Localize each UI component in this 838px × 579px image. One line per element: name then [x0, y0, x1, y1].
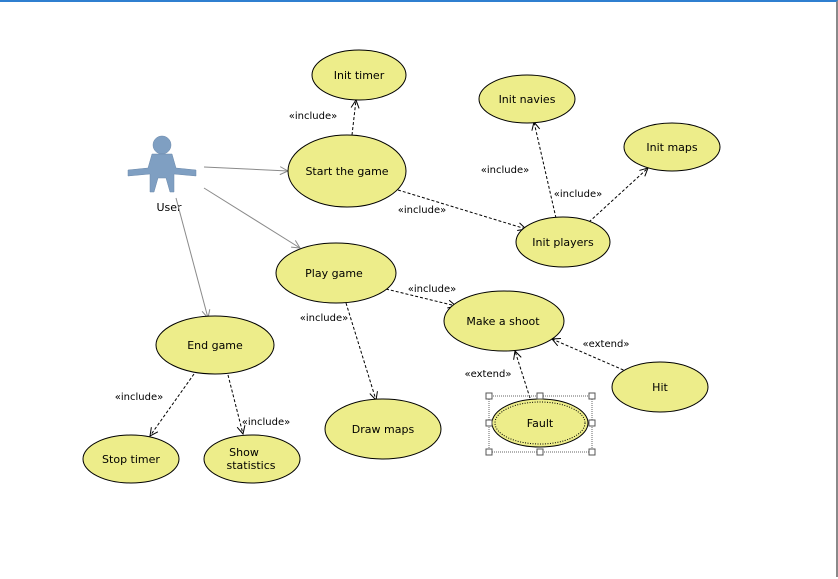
usecase-label: Hit: [652, 381, 668, 394]
dep-fault-make-shoot: [515, 351, 531, 399]
label-play-draw-maps: «include»: [300, 313, 348, 324]
user-actor-icon: [127, 135, 197, 193]
usecase-label: Play game: [305, 267, 363, 280]
usecase-make-a-shoot[interactable]: Make a shoot: [443, 290, 565, 352]
label-players-init-maps: «include»: [554, 189, 602, 200]
dep-hit-make-shoot: [552, 339, 629, 373]
usecase-show-statistics[interactable]: Show statistics: [203, 434, 301, 484]
usecase-label: Init players: [532, 236, 594, 249]
usecase-end-game[interactable]: End game: [155, 315, 275, 375]
usecase-draw-maps[interactable]: Draw maps: [324, 398, 442, 460]
usecase-label: Init timer: [334, 69, 385, 82]
usecase-play-game[interactable]: Play game: [275, 242, 397, 304]
usecase-label: Draw maps: [352, 423, 415, 436]
dep-start-init-players: [397, 189, 526, 229]
assoc-user-end-game: [175, 197, 208, 318]
label-start-init-timer: «include»: [289, 111, 337, 122]
usecase-label-line1: Show: [229, 446, 259, 459]
usecase-label: End game: [187, 339, 243, 352]
label-start-init-players: «include»: [398, 205, 446, 216]
assoc-user-start-game: [203, 167, 288, 171]
usecase-label-line2: statistics: [226, 459, 275, 472]
dep-end-show-statistics: [227, 374, 243, 434]
assoc-user-play-game: [203, 187, 300, 248]
usecase-stop-timer[interactable]: Stop timer: [82, 434, 180, 484]
selection-handles[interactable]: [485, 392, 596, 456]
actor-user[interactable]: User: [127, 135, 197, 214]
dep-players-init-navies: [534, 122, 557, 219]
usecase-label: Init navies: [499, 93, 556, 106]
usecase-label: Make a shoot: [466, 315, 540, 328]
dep-start-init-timer: [352, 100, 356, 136]
dep-end-stop-timer: [150, 373, 195, 436]
usecase-init-maps[interactable]: Init maps: [623, 122, 721, 172]
dep-players-init-maps: [588, 168, 648, 223]
usecase-start-the-game[interactable]: Start the game: [287, 134, 407, 208]
usecase-init-players[interactable]: Init players: [515, 216, 611, 268]
usecase-label: Stop timer: [102, 453, 160, 466]
usecase-init-navies[interactable]: Init navies: [478, 74, 576, 124]
usecase-label: Start the game: [305, 165, 388, 178]
label-players-init-navies: «include»: [481, 165, 529, 176]
actor-label: User: [156, 201, 182, 214]
label-end-show-statistics: «include»: [242, 417, 290, 428]
label-fault-make-shoot: «extend»: [465, 369, 512, 380]
usecase-label: Init maps: [646, 141, 698, 154]
label-hit-make-shoot: «extend»: [583, 339, 630, 350]
label-play-make-shoot: «include»: [408, 284, 456, 295]
label-end-stop-timer: «include»: [115, 392, 163, 403]
usecase-hit[interactable]: Hit: [611, 361, 709, 413]
usecase-fault-selected[interactable]: Fault: [485, 392, 596, 456]
usecase-init-timer[interactable]: Init timer: [311, 49, 407, 101]
usecase-label: Fault: [527, 417, 554, 430]
dep-play-draw-maps: [345, 302, 376, 400]
dep-play-make-shoot: [385, 288, 456, 306]
